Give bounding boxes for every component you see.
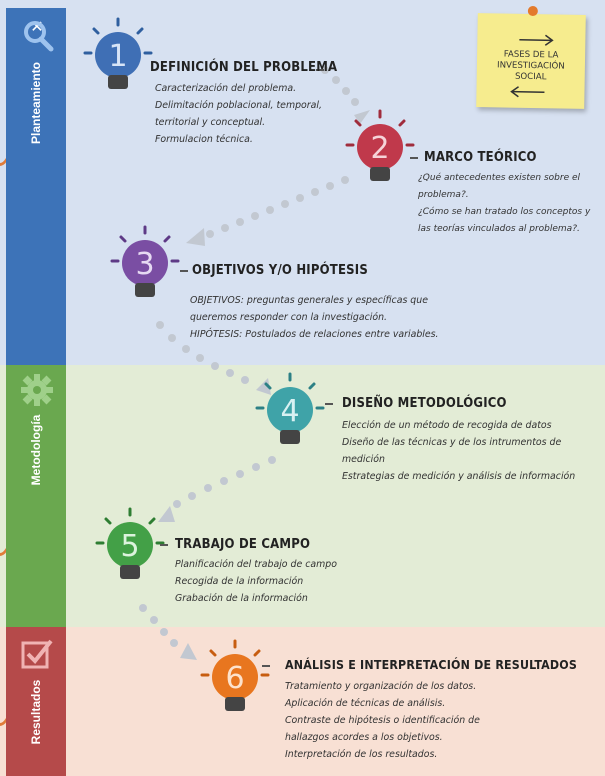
path-dot	[326, 182, 334, 190]
step-5-line: Planificación del trabajo de campo	[175, 559, 337, 570]
gear-icon	[21, 374, 53, 406]
path-dot	[206, 230, 214, 238]
path-dot	[296, 194, 304, 202]
sidebar-section-resultados: Resultados	[6, 627, 66, 776]
path-dot	[351, 98, 359, 106]
step-6-line: Interpretación de los resultados.	[285, 749, 438, 760]
path-dot	[332, 76, 340, 84]
step-number-6: 6	[225, 661, 244, 696]
note-line: INVESTIGACIÓN	[497, 60, 565, 72]
resultados-band	[0, 627, 605, 776]
path-dot	[211, 362, 219, 370]
step-1-line: Caracterización del problema.	[155, 83, 297, 94]
bulb-2-icon: 2	[345, 109, 415, 181]
step-1-line: Delimitación poblacional, temporal,	[155, 100, 322, 111]
arrow-left-icon	[510, 86, 545, 98]
path-dot	[236, 470, 244, 478]
step-6-line: hallazgos acordes a los objetivos.	[285, 732, 443, 743]
step-2-line: ¿Cómo se han tratado los conceptos y	[418, 207, 591, 217]
step-2-line: las teorías vinculados al problema?.	[418, 224, 580, 234]
path-dot	[236, 218, 244, 226]
path-dot	[182, 345, 190, 353]
path-dot	[266, 206, 274, 214]
path-dot	[252, 463, 260, 471]
sidebar-section-planteamiento: ✕ Planteamiento	[6, 8, 66, 365]
step-1-description: Caracterización del problema. Delimitaci…	[155, 80, 322, 148]
step-3-line: queremos responder con la investigación.	[190, 312, 387, 323]
step-3-description: OBJETIVOS: preguntas generales y específ…	[190, 292, 439, 343]
pin-icon	[527, 5, 538, 17]
step-1-line: Formulacion técnica.	[155, 134, 253, 145]
step-3-title: OBJETIVOS Y/O HIPÓTESIS	[192, 263, 368, 278]
path-dot	[160, 628, 168, 636]
step-4-title: DISEÑO METODOLÓGICO	[342, 396, 507, 411]
step-number-3: 3	[135, 247, 154, 282]
path-dot	[170, 639, 178, 647]
path-arrow	[354, 110, 370, 124]
bulb-1-icon: 1	[83, 17, 153, 89]
step-6-description: Tratamiento y organización de los datos.…	[285, 678, 480, 763]
path-dot	[341, 176, 349, 184]
path-arrow	[158, 506, 175, 522]
bulb-5-icon: 5	[95, 507, 165, 579]
path-dot	[241, 376, 249, 384]
step-5-line: Grabación de la información	[175, 593, 308, 604]
step-4-description: Elección de un método de recogida de dat…	[342, 417, 575, 485]
path-dot	[173, 500, 181, 508]
step-6-line: Contraste de hipótesis o identificación …	[285, 715, 480, 726]
bulb-6-icon: 6	[200, 639, 270, 711]
step-4-line: Estrategias de medición y análisis de in…	[342, 471, 576, 482]
path-dot	[321, 66, 329, 74]
step-6-title: ANÁLISIS E INTERPRETACIÓN DE RESULTADOS	[285, 658, 578, 672]
path-arrow	[256, 378, 271, 395]
step-number-2: 2	[370, 131, 389, 166]
path-dot	[204, 484, 212, 492]
path-arrow	[180, 643, 197, 660]
step-number-1: 1	[108, 39, 127, 74]
step-2-description: ¿Qué antecedentes existen sobre el probl…	[418, 170, 590, 238]
note-text: FASES DE LA INVESTIGACIÓN SOCIAL	[483, 49, 580, 84]
arrow-right-icon	[519, 34, 554, 46]
path-dot	[150, 616, 158, 624]
path-dot	[168, 334, 176, 342]
step-4-line: Diseño de las técnicas y de los intrumen…	[342, 437, 562, 448]
bulb-4-icon: 4	[255, 372, 325, 444]
path-dot	[281, 200, 289, 208]
step-6-line: Tratamiento y organización de los datos.	[285, 681, 477, 692]
path-dot	[188, 492, 196, 500]
sticky-note: FASES DE LA INVESTIGACIÓN SOCIAL	[476, 5, 586, 109]
path-dot	[251, 212, 259, 220]
step-2-line: ¿Qué antecedentes existen sobre el	[418, 173, 581, 183]
path-dot	[311, 188, 319, 196]
step-number-4: 4	[280, 394, 299, 429]
step-4-line: medición	[342, 454, 385, 465]
step-2-line: problema?.	[418, 190, 469, 200]
step-5-description: Planificación del trabajo de campo Recog…	[175, 556, 337, 607]
checkbox-icon	[21, 639, 53, 669]
step-3-line: OBJETIVOS: preguntas generales y específ…	[190, 295, 428, 306]
step-2-title: MARCO TEÓRICO	[424, 150, 537, 165]
bulb-3-icon: 3	[110, 225, 180, 297]
sidebar-section-metodologia: Metodología	[6, 365, 66, 627]
path-dot	[342, 87, 350, 95]
step-3-line: HIPÓTESIS: Postulados de relaciones entr…	[190, 329, 439, 340]
path-dot	[196, 354, 204, 362]
search-icon	[24, 21, 54, 52]
note-line: SOCIAL	[514, 71, 547, 83]
step-4-line: Elección de un método de recogida de dat…	[342, 420, 552, 431]
step-5-title: TRABAJO DE CAMPO	[175, 537, 311, 552]
step-5-line: Recogida de la información	[175, 576, 304, 587]
step-1-title: DEFINICIÓN DEL PROBLEMA	[150, 60, 338, 75]
step-6-line: Aplicación de técnicas de análisis.	[285, 698, 446, 709]
path-dot	[221, 224, 229, 232]
step-1-line: territorial y conceptual.	[155, 117, 266, 128]
path-arrow	[186, 228, 205, 246]
path-dot	[220, 477, 228, 485]
path-dot	[226, 369, 234, 377]
step-number-5: 5	[120, 529, 139, 564]
path-dot	[268, 456, 276, 464]
path-dot	[139, 604, 147, 612]
path-dot	[156, 321, 164, 329]
